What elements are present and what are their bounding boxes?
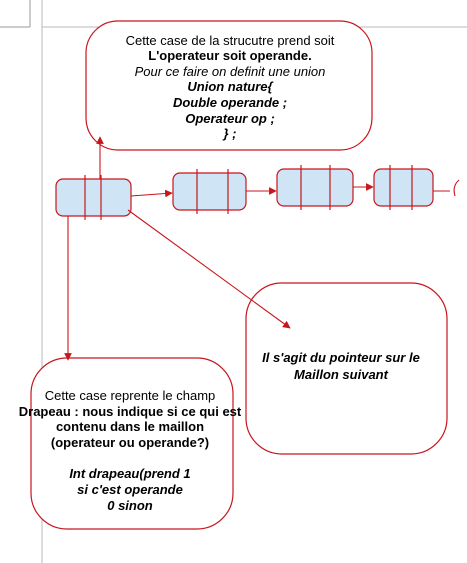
list-node-1	[55, 175, 132, 220]
arrows	[64, 136, 460, 361]
right-note-line-1: Il s'agit du pointeur sur le	[262, 350, 420, 365]
top-note-line-3: Pour ce faire on definit une union	[135, 64, 326, 79]
top-note-line-4: Union nature{	[187, 79, 273, 94]
bottom-note-text: Cette case reprente le champ Drapeau : n…	[19, 388, 242, 513]
bottom-note-line-5: Int drapeau(prend 1	[69, 466, 190, 481]
right-note-line-2: Maillon suivant	[294, 367, 389, 382]
top-note-line-6: Operateur op ;	[185, 111, 275, 126]
bottom-note-box	[30, 357, 234, 530]
list-node-3	[276, 165, 354, 210]
list-node-2	[172, 169, 247, 214]
top-note-box	[85, 20, 373, 151]
arrow-node1-to-node2	[130, 189, 173, 198]
top-note-text: Cette case de la strucutre prend soit L'…	[126, 33, 335, 141]
bottom-note-line-1: Cette case reprente le champ	[45, 388, 216, 403]
top-note-line-2: L'operateur soit operande.	[148, 48, 311, 63]
right-note-text: Il s'agit du pointeur sur le Maillon sui…	[262, 350, 420, 382]
list-node-4	[373, 165, 434, 210]
bottom-note-line-4: (operateur ou operande?)	[51, 435, 209, 450]
bottom-note-line-3: contenu dans le maillon	[56, 419, 204, 434]
top-note-line-1: Cette case de la strucutre prend soit	[126, 33, 335, 48]
bottom-note-line-2: Drapeau : nous indique si ce qui est	[19, 404, 242, 419]
next-node-edge	[453, 179, 460, 197]
top-note-line-5: Double operande ;	[173, 95, 287, 110]
top-note-line-7: } ;	[223, 126, 237, 141]
right-note-box	[245, 282, 448, 455]
bottom-note-line-7: 0 sinon	[107, 498, 153, 513]
arrow-node1-to-right-note	[127, 209, 291, 329]
bottom-note-line-6: si c'est operande	[77, 482, 183, 497]
